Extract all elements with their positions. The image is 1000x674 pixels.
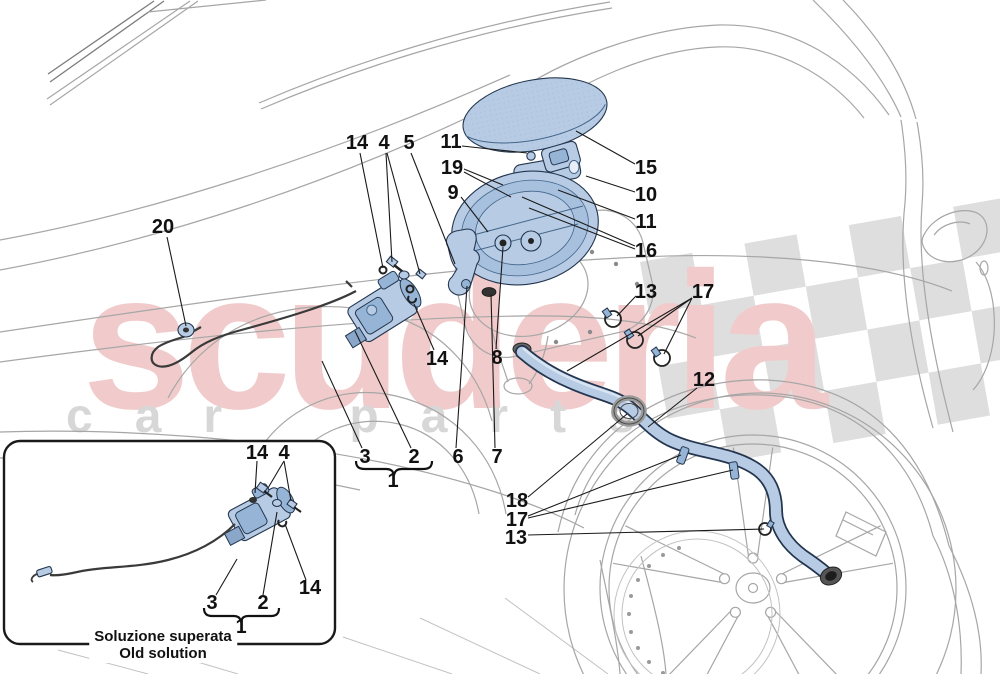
callout-label: 1 xyxy=(387,470,399,492)
callout-label: 9 xyxy=(447,182,459,204)
inset-caption-italian: Soluzione superata xyxy=(94,628,232,645)
callout-label: 14 xyxy=(245,442,269,464)
callout-label: 20 xyxy=(151,216,175,238)
side-scoop xyxy=(921,210,988,263)
callout-label: 19 xyxy=(440,157,464,179)
callout-label: 8 xyxy=(491,347,503,369)
callout-label: 13 xyxy=(634,281,658,303)
checkered-flag-watermark xyxy=(640,197,1000,462)
callout-label: 1 xyxy=(235,616,247,638)
callout-label: 3 xyxy=(206,592,218,614)
bracket-nut xyxy=(461,279,471,289)
inset-caption-english: Old solution xyxy=(119,645,207,662)
callout-label: 7 xyxy=(491,446,503,468)
callout-label: 11 xyxy=(635,211,657,233)
callout-label: 14 xyxy=(425,348,449,370)
pipe-end xyxy=(819,566,843,586)
callout-label: 16 xyxy=(634,240,658,262)
fuel-filler-housing xyxy=(451,170,599,356)
support-bracket xyxy=(445,228,480,296)
inset-group-brace xyxy=(202,607,281,625)
callout-label: 10 xyxy=(634,184,658,206)
callout-label: 3 xyxy=(359,446,371,468)
brake-disc xyxy=(613,511,887,674)
callout-label: 12 xyxy=(692,369,716,391)
vent-pipe xyxy=(515,307,843,586)
hinge-screw xyxy=(526,151,536,161)
callout-label: 4 xyxy=(378,132,390,154)
callout-label: 2 xyxy=(257,592,269,614)
callout-label: 14 xyxy=(298,577,322,599)
wheel xyxy=(563,392,957,674)
hose-clamp xyxy=(676,446,690,465)
old-release-cable xyxy=(49,523,236,577)
group-brace xyxy=(354,460,434,476)
callout-label: 6 xyxy=(452,446,464,468)
release-actuator xyxy=(344,255,427,349)
callout-label: 17 xyxy=(691,281,715,303)
loose-clamps xyxy=(601,307,671,367)
callout-label: 17 xyxy=(505,509,529,531)
seal-ring xyxy=(481,287,497,297)
leader-lines xyxy=(166,130,765,536)
inset-leader-lines xyxy=(215,460,307,596)
tagline-watermark-text: car parts xyxy=(66,390,677,443)
callout-label: 5 xyxy=(403,132,415,154)
release-cable xyxy=(150,280,357,368)
callout-label: 18 xyxy=(505,490,529,512)
old-solution-actuator xyxy=(30,481,302,583)
callout-label: 11 xyxy=(440,131,462,153)
callout-label: 14 xyxy=(345,132,369,154)
callout-label: 4 xyxy=(278,442,290,464)
inset-caption: Soluzione superata Old solution xyxy=(89,627,237,663)
callout-label: 13 xyxy=(504,527,528,549)
callout-label: 2 xyxy=(408,446,420,468)
actuator-fasteners xyxy=(378,255,427,304)
fuel-filler-flap xyxy=(462,77,608,153)
callout-label: 15 xyxy=(634,157,658,179)
